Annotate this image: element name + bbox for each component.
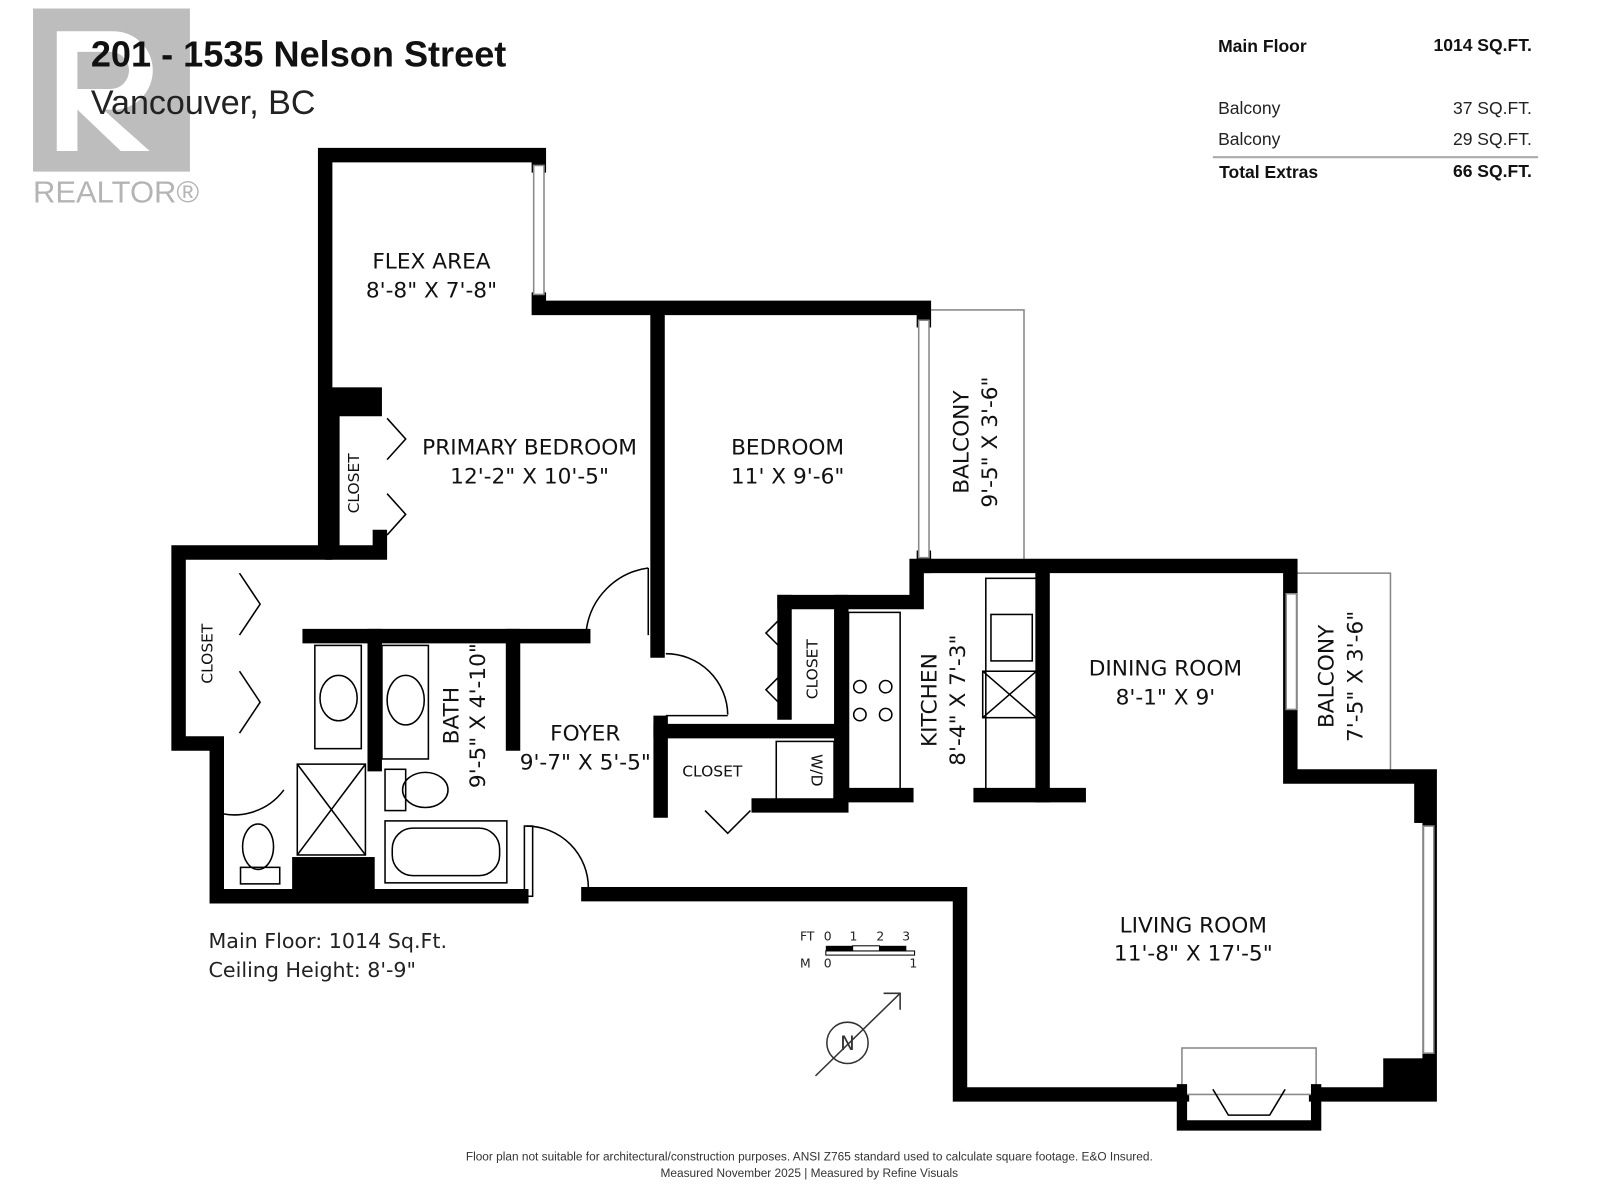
bath-name: BATH xyxy=(439,687,464,745)
scale-ft-label: FT xyxy=(800,930,815,944)
room-labels: FLEX AREA 8'-8" X 7'-8" PRIMARY BEDROOM … xyxy=(199,250,1369,967)
balcony-1-name: BALCONY xyxy=(949,390,974,494)
foyer-name: FOYER xyxy=(550,721,620,746)
scale-ft-tick: 3 xyxy=(902,930,910,944)
total-extras-label: Total Extras xyxy=(1219,162,1318,182)
bedroom-name: BEDROOM xyxy=(731,435,844,460)
total-extras-value: 66 SQ.FT. xyxy=(1453,161,1532,181)
flex-area-dims: 8'-8" X 7'-8" xyxy=(366,279,497,304)
north-arrow-icon: N xyxy=(814,992,901,1077)
summary-main-floor: Main Floor: 1014 Sq.Ft. xyxy=(209,929,448,953)
primary-bedroom-dims: 12'-2" X 10'-5" xyxy=(450,464,609,489)
kitchen-dims: 8'-4" X 7'-3" xyxy=(946,635,971,766)
summary-ceiling-height: Ceiling Height: 8'-9" xyxy=(209,958,417,982)
bath-dims: 9'-5" X 4'-10" xyxy=(466,643,491,788)
footer-disclaimer: Floor plan not suitable for architectura… xyxy=(466,1150,1153,1164)
balcony-1-dims: 9'-5" X 3'-6" xyxy=(978,376,1003,507)
balcony-1-label: Balcony xyxy=(1218,98,1281,118)
property-city: Vancouver, BC xyxy=(91,84,316,122)
scale-m-tick: 0 xyxy=(824,956,832,970)
closet-foyer: CLOSET xyxy=(682,763,743,781)
scale-m-label: M xyxy=(800,956,811,970)
scale-bar: FT 0 1 2 3 M 0 1 xyxy=(800,930,917,971)
realtor-logo: REALTOR® xyxy=(33,8,199,210)
closet-primary: CLOSET xyxy=(345,453,363,514)
primary-bedroom-name: PRIMARY BEDROOM xyxy=(422,435,637,460)
footer-measured: Measured November 2025 | Measured by Ref… xyxy=(661,1166,959,1180)
north-label: N xyxy=(840,1032,855,1055)
fixtures xyxy=(210,417,1039,898)
balcony-2-name: BALCONY xyxy=(1315,624,1340,728)
main-floor-label: Main Floor xyxy=(1218,36,1307,56)
kitchen-name: KITCHEN xyxy=(917,653,942,747)
closet-bedroom: CLOSET xyxy=(804,639,822,700)
windows xyxy=(532,164,1435,1131)
area-table: Main Floor 1014 SQ.FT. Balcony 37 SQ.FT.… xyxy=(1212,35,1539,182)
closet-hall: CLOSET xyxy=(199,623,217,684)
balcony-2-outline xyxy=(1294,572,1392,776)
flex-area-name: FLEX AREA xyxy=(372,250,490,275)
walls xyxy=(171,147,1437,1102)
balcony-2-dims: 7'-5" X 3'-6" xyxy=(1344,611,1369,742)
washer-dryer-label: W/D xyxy=(807,754,825,786)
dining-room-dims: 8'-1" X 9' xyxy=(1116,685,1216,710)
foyer-dims: 9'-7" X 5'-5" xyxy=(520,750,651,775)
property-title: 201 - 1535 Nelson Street xyxy=(91,33,506,74)
main-floor-value: 1014 SQ.FT. xyxy=(1433,35,1531,55)
balcony-1-outline xyxy=(925,309,1025,564)
bedroom-dims: 11' X 9'-6" xyxy=(731,464,844,489)
dining-room-name: DINING ROOM xyxy=(1089,656,1242,681)
balcony-2-value: 29 SQ.FT. xyxy=(1453,129,1532,149)
balcony-1-value: 37 SQ.FT. xyxy=(1453,98,1532,118)
living-room-name: LIVING ROOM xyxy=(1120,913,1267,938)
scale-ft-tick: 2 xyxy=(876,930,884,944)
balcony-2-label: Balcony xyxy=(1218,129,1281,149)
living-room-dims: 11'-8" X 17'-5" xyxy=(1114,941,1273,966)
scale-ft-tick: 0 xyxy=(824,930,832,944)
realtor-logo-text: REALTOR® xyxy=(33,175,199,210)
scale-m-tick: 1 xyxy=(909,956,917,970)
scale-ft-tick: 1 xyxy=(850,930,858,944)
